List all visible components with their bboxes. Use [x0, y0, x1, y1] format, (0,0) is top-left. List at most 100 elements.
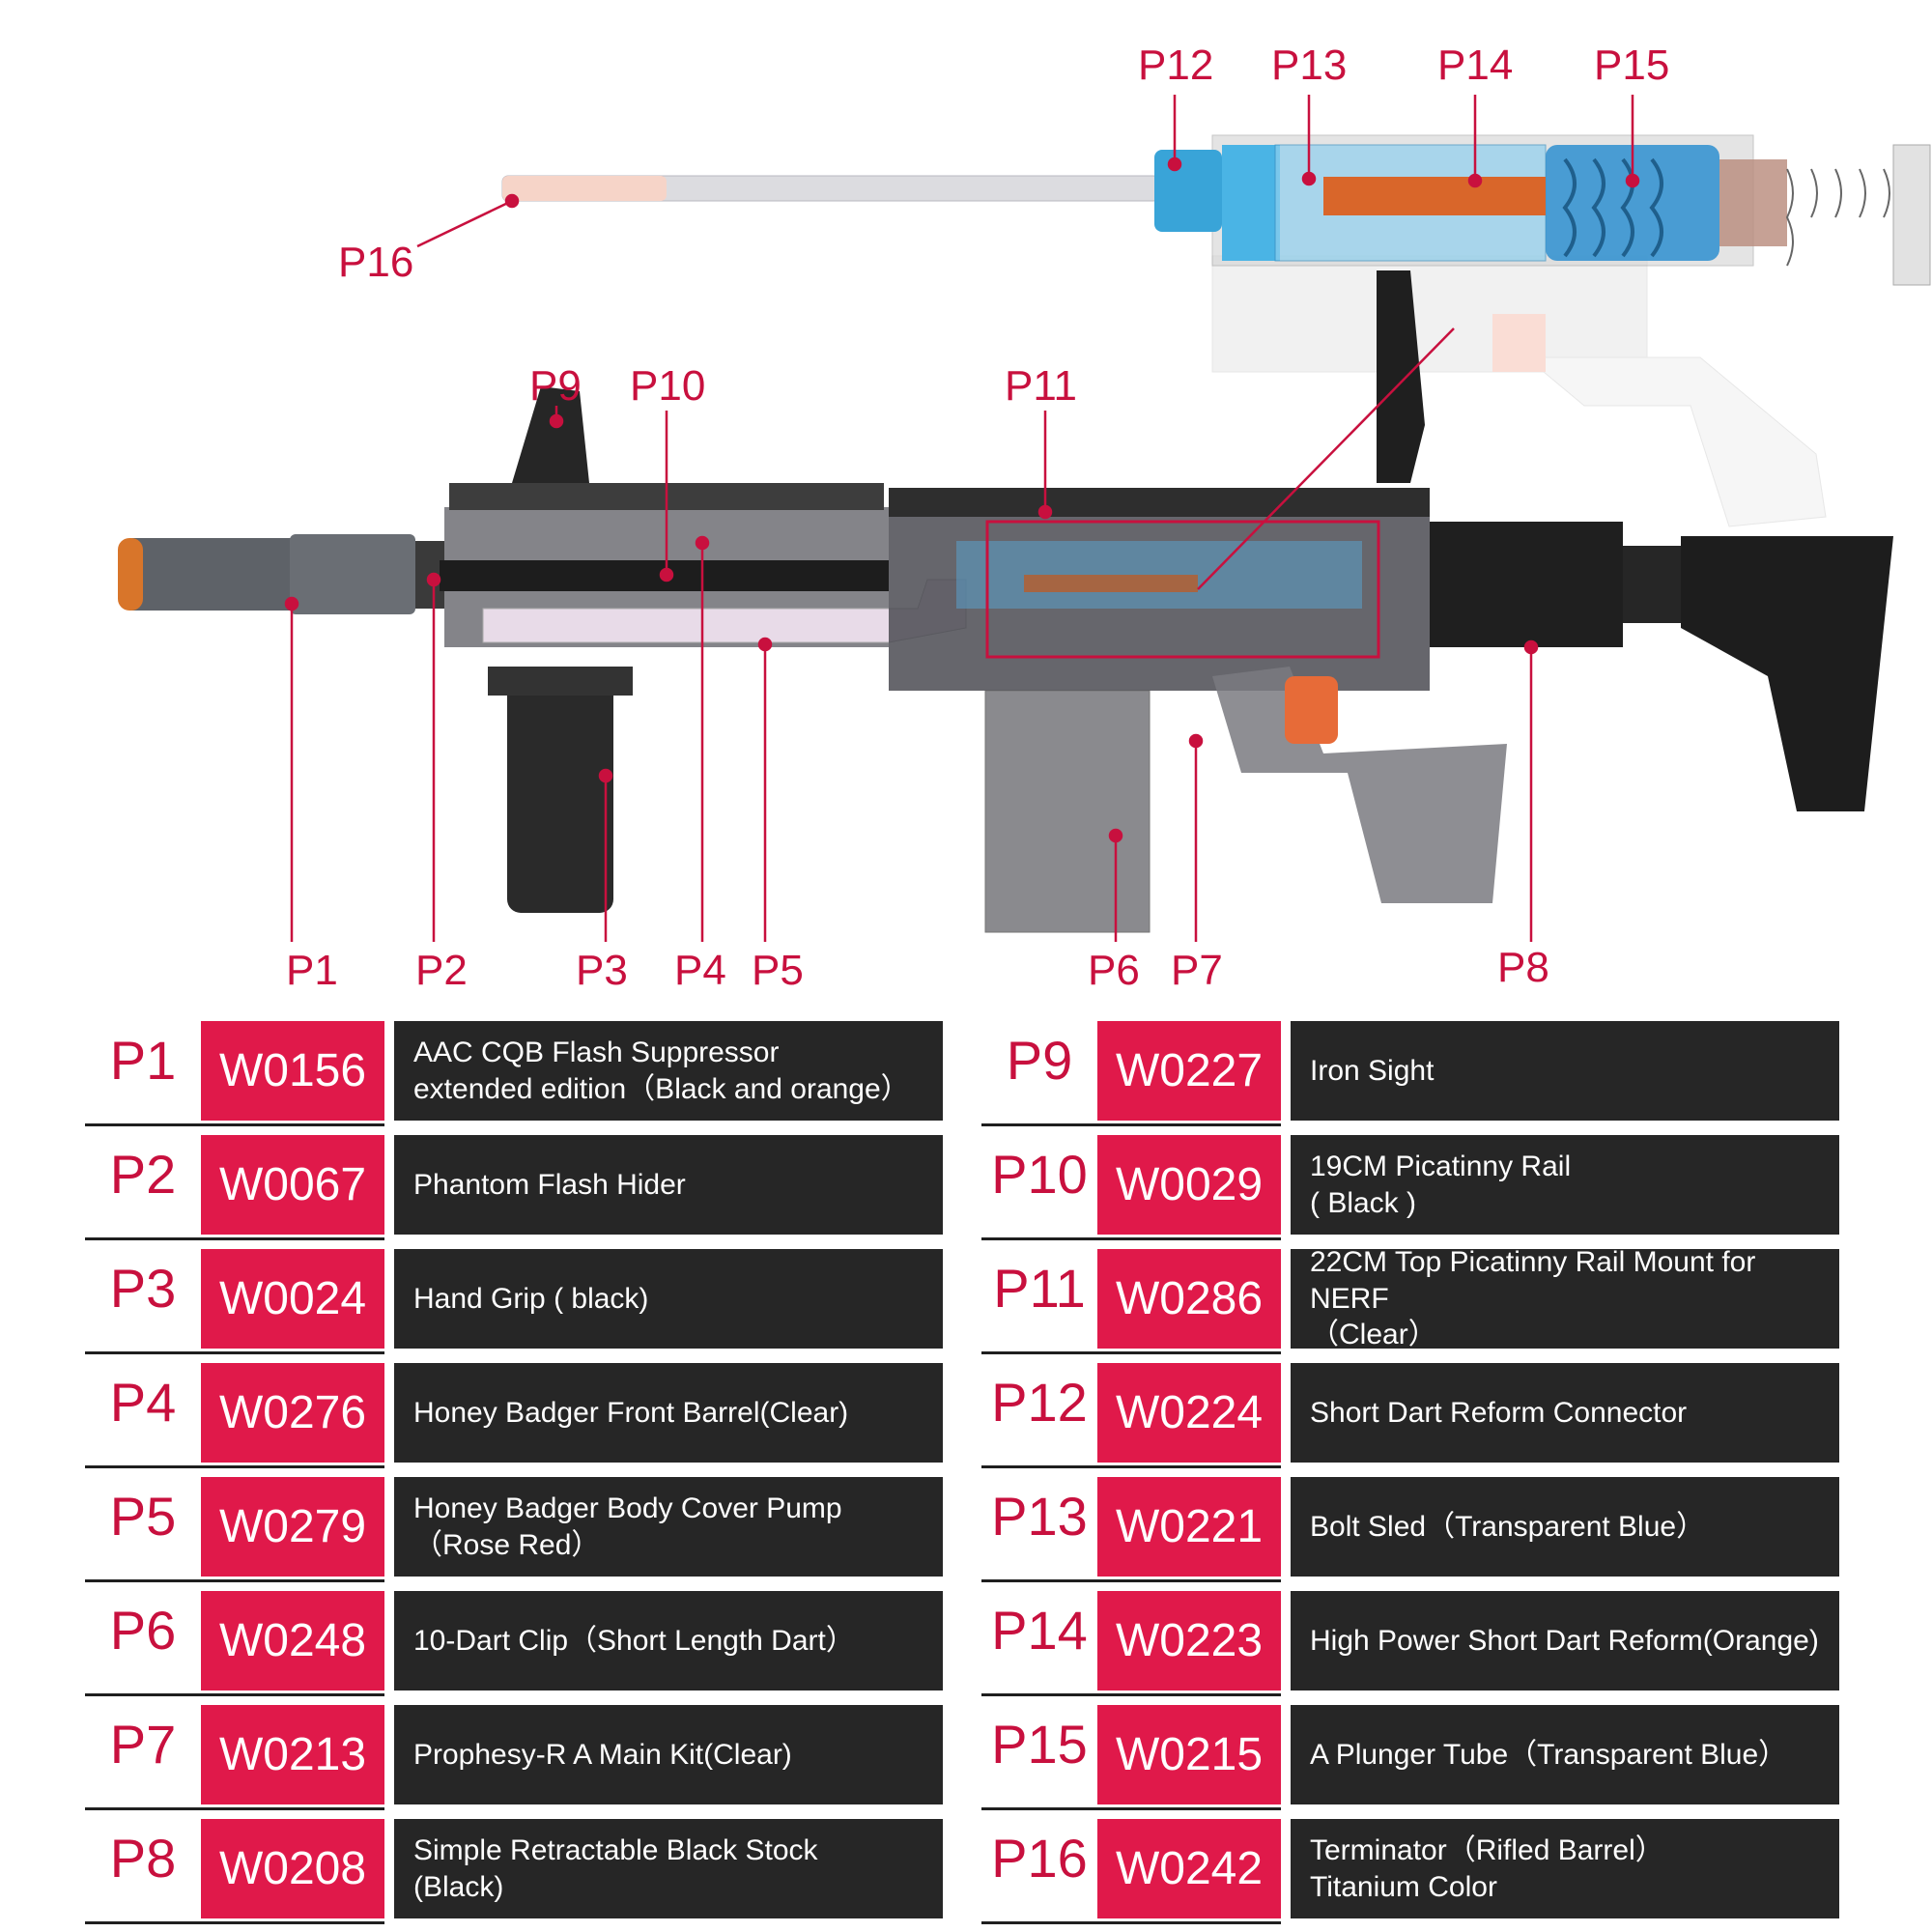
- row-divider: [981, 1123, 1281, 1126]
- callout-p7: P7: [1171, 947, 1223, 994]
- blaster-exploded-diagram: [118, 95, 1931, 942]
- part-number: P6: [109, 1600, 177, 1661]
- part-description: Simple Retractable Black Stock(Black): [394, 1819, 943, 1918]
- callout-p15: P15: [1594, 42, 1670, 89]
- part-row-p13: P13 W0221 Bolt Sled（Transparent Blue）: [981, 1468, 1851, 1582]
- callout-p1: P1: [286, 947, 338, 994]
- part-code: W0215: [1097, 1705, 1281, 1804]
- part-description: Honey Badger Front Barrel(Clear): [394, 1363, 943, 1463]
- part-code: W0221: [1097, 1477, 1281, 1577]
- part-number: P13: [991, 1486, 1088, 1547]
- part-row-p10: P10 W0029 19CM Picatinny Rail( Black ): [981, 1126, 1851, 1240]
- part-number: P10: [991, 1144, 1088, 1205]
- part-number: P7: [109, 1714, 177, 1775]
- part-row-p15: P15 W0215 A Plunger Tube（Transparent Blu…: [981, 1696, 1851, 1810]
- part-code: W0067: [201, 1135, 384, 1235]
- part-code: W0156: [201, 1021, 384, 1121]
- part-row-p6: P6 W0248 10-Dart Clip（Short Length Dart）: [85, 1582, 954, 1696]
- callout-p12: P12: [1138, 42, 1214, 89]
- part-row-p2: P2 W0067 Phantom Flash Hider: [85, 1126, 954, 1240]
- callout-p13: P13: [1271, 42, 1348, 89]
- part-row-p9: P9 W0227 Iron Sight: [981, 1012, 1851, 1126]
- part-code: W0276: [201, 1363, 384, 1463]
- part-number: P8: [109, 1828, 177, 1889]
- part-number: P4: [109, 1372, 177, 1433]
- row-divider: [981, 1693, 1281, 1696]
- row-divider: [981, 1465, 1281, 1468]
- part-number: P12: [991, 1372, 1088, 1433]
- upper-ghost-body: [1211, 255, 1827, 527]
- row-divider: [85, 1237, 384, 1240]
- part-row-p4: P4 W0276 Honey Badger Front Barrel(Clear…: [85, 1354, 954, 1468]
- row-divider: [85, 1693, 384, 1696]
- row-divider: [981, 1237, 1281, 1240]
- part-number: P5: [109, 1486, 177, 1547]
- callout-p11: P11: [1005, 362, 1078, 410]
- callout-p6: P6: [1088, 947, 1140, 994]
- part-description: A Plunger Tube（Transparent Blue）: [1291, 1705, 1839, 1804]
- part-description: Terminator（Rifled Barrel）Titanium Color: [1291, 1819, 1839, 1918]
- row-divider: [85, 1579, 384, 1582]
- part-description: Short Dart Reform Connector: [1291, 1363, 1839, 1463]
- part-row-p12: P12 W0224 Short Dart Reform Connector: [981, 1354, 1851, 1468]
- part-description: 19CM Picatinny Rail( Black ): [1291, 1135, 1839, 1235]
- part-code: W0242: [1097, 1819, 1281, 1918]
- callout-p14: P14: [1437, 42, 1514, 89]
- part-description: 10-Dart Clip（Short Length Dart）: [394, 1591, 943, 1690]
- part-description: Honey Badger Body Cover Pump（Rose Red）: [394, 1477, 943, 1577]
- callout-p2: P2: [415, 947, 468, 994]
- part-code: W0248: [201, 1591, 384, 1690]
- part-description: High Power Short Dart Reform(Orange): [1291, 1591, 1839, 1690]
- part-number: P2: [109, 1144, 177, 1205]
- p11-highlight-box: [985, 520, 1380, 659]
- part-number: P14: [991, 1600, 1088, 1661]
- part-description: Prophesy-R A Main Kit(Clear): [394, 1705, 943, 1804]
- part-code: W0224: [1097, 1363, 1281, 1463]
- part-description: Iron Sight: [1291, 1021, 1839, 1121]
- part-description: Hand Grip ( black): [394, 1249, 943, 1349]
- callout-p8: P8: [1497, 944, 1549, 991]
- upper-mechanism: [1154, 134, 1931, 286]
- part-code: W0227: [1097, 1021, 1281, 1121]
- part-number: P9: [1006, 1030, 1073, 1091]
- row-divider: [85, 1465, 384, 1468]
- part-code: W0213: [201, 1705, 384, 1804]
- callout-p5: P5: [752, 947, 804, 994]
- part-row-p7: P7 W0213 Prophesy-R A Main Kit(Clear): [85, 1696, 954, 1810]
- row-divider: [981, 1351, 1281, 1354]
- part-code: W0024: [201, 1249, 384, 1349]
- part-number: P1: [109, 1030, 177, 1091]
- part-row-p14: P14 W0223 High Power Short Dart Reform(O…: [981, 1582, 1851, 1696]
- callout-p10: P10: [630, 362, 706, 410]
- part-description: Bolt Sled（Transparent Blue）: [1291, 1477, 1839, 1577]
- row-divider: [85, 1921, 384, 1924]
- row-divider: [981, 1921, 1281, 1924]
- part-row-p5: P5 W0279 Honey Badger Body Cover Pump（Ro…: [85, 1468, 954, 1582]
- part-row-p16: P16 W0242 Terminator（Rifled Barrel）Titan…: [981, 1810, 1851, 1924]
- rifled-barrel: [501, 175, 1160, 202]
- callout-p16: P16: [338, 239, 414, 286]
- part-description: Phantom Flash Hider: [394, 1135, 943, 1235]
- part-row-p11: P11 W0286 22CM Top Picatinny Rail Mount …: [981, 1240, 1851, 1354]
- part-code: W0286: [1097, 1249, 1281, 1349]
- leader-lines: [284, 95, 1640, 942]
- part-description: 22CM Top Picatinny Rail Mount for NERF（C…: [1291, 1246, 1839, 1350]
- part-number: P16: [991, 1828, 1088, 1889]
- row-divider: [85, 1351, 384, 1354]
- part-code: W0223: [1097, 1591, 1281, 1690]
- part-row-p8: P8 W0208 Simple Retractable Black Stock(…: [85, 1810, 954, 1924]
- row-divider: [981, 1807, 1281, 1810]
- part-number: P15: [991, 1714, 1088, 1775]
- part-code: W0029: [1097, 1135, 1281, 1235]
- part-code: W0279: [201, 1477, 384, 1577]
- callout-p4: P4: [674, 947, 726, 994]
- part-code: W0208: [201, 1819, 384, 1918]
- callout-p9: P9: [529, 362, 582, 410]
- part-row-p3: P3 W0024 Hand Grip ( black): [85, 1240, 954, 1354]
- row-divider: [981, 1579, 1281, 1582]
- row-divider: [85, 1123, 384, 1126]
- row-divider: [85, 1807, 384, 1810]
